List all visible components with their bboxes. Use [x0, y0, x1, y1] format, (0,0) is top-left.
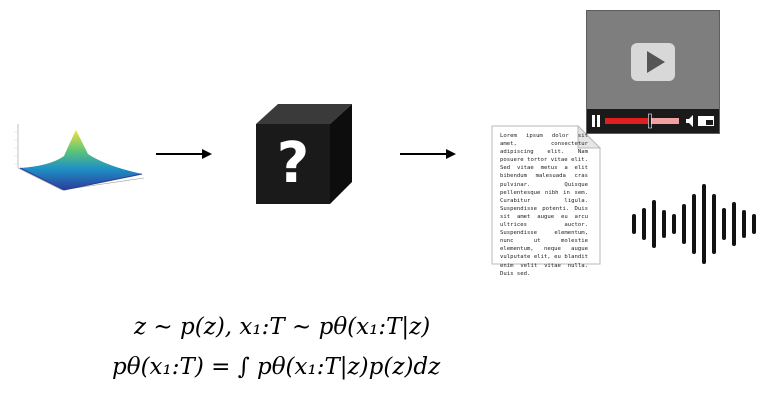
text-document: Lorem ipsum dolor sit amet, consectetur …: [486, 122, 606, 277]
document-body-text: Lorem ipsum dolor sit amet, consectetur …: [500, 133, 588, 277]
marginal-likelihood-equation: pθ(x₁:T) = ∫ pθ(x₁:T|z)p(z)dz: [112, 354, 441, 380]
arrow-right: [156, 149, 212, 159]
play-icon[interactable]: [631, 43, 675, 81]
sampling-equation: z ∼ p(z), x₁:T ∼ pθ(x₁:T|z): [134, 314, 431, 340]
question-mark-glyph: ?: [277, 131, 309, 196]
video-player[interactable]: [586, 10, 720, 134]
black-box-cube: ?: [256, 104, 352, 204]
volume-icon[interactable]: [686, 115, 693, 127]
audio-waveform-icon: [632, 184, 756, 264]
arrow-right: [400, 149, 456, 159]
progress-bar[interactable]: [605, 113, 679, 129]
pause-icon[interactable]: [592, 115, 600, 127]
fullscreen-icon[interactable]: [698, 116, 714, 126]
video-control-bar: [587, 109, 719, 133]
gaussian-surface-plot: [14, 124, 145, 191]
